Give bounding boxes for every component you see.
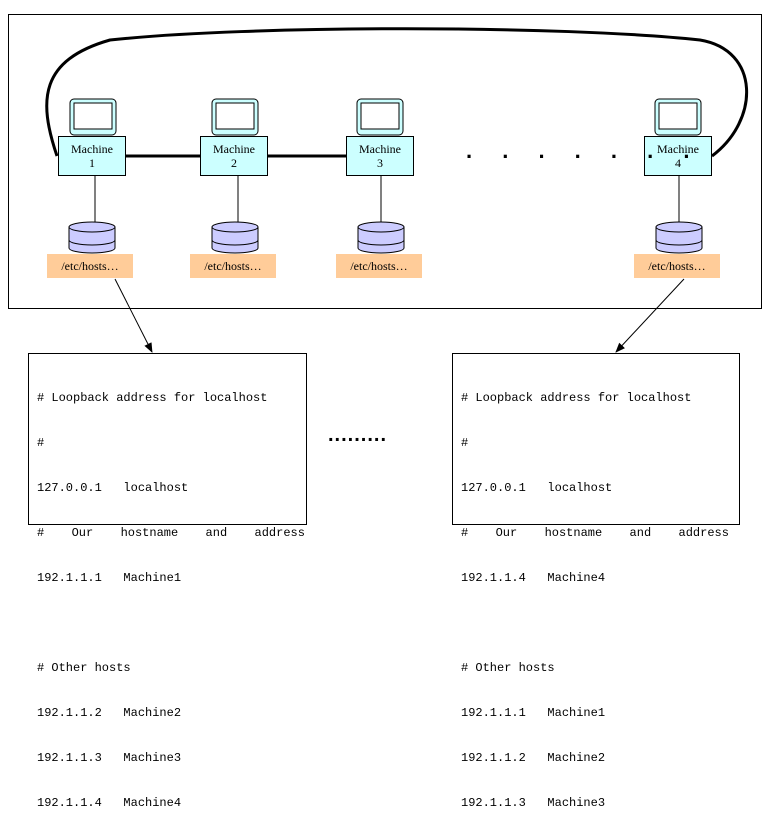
hosts-line: # Loopback address for localhost [461, 391, 692, 405]
hosts-file-machine-1: # Loopback address for localhost # 127.0… [28, 353, 307, 810]
machine-3-number: 3 [377, 156, 383, 170]
hosts-justified-line: # Our hostname and address [37, 526, 305, 541]
disk-icon [357, 221, 405, 254]
hosts-word: # [461, 526, 469, 540]
disk-icon [68, 221, 116, 254]
hosts-line [461, 616, 739, 631]
machine-4-box: Machine 4 [644, 136, 712, 176]
monitor-icon [69, 98, 117, 136]
hosts-line: # Loopback address for localhost [37, 391, 268, 405]
hosts-word: Our [71, 526, 94, 540]
hosts-word: Our [495, 526, 518, 540]
hosts-line: # [461, 436, 469, 450]
machine-2-name: Machine [213, 142, 255, 156]
hosts-line: 192.1.1.1 Machine1 [37, 571, 182, 585]
hosts-line: 192.1.1.2 Machine2 [461, 751, 606, 765]
machine-3-name: Machine [359, 142, 401, 156]
disk-icon [655, 221, 703, 254]
machine-1-hosts-label: /etc/hosts… [47, 254, 133, 278]
machine-1-box: Machine 1 [58, 136, 126, 176]
hosts-line: 127.0.0.1 localhost [37, 481, 189, 495]
hosts-justified-line: # Our hostname and address [461, 526, 729, 541]
hosts-word: # [37, 526, 45, 540]
hosts-line: 192.1.1.4 Machine4 [37, 796, 182, 810]
machine-1-number: 1 [89, 156, 95, 170]
hosts-line: # [37, 436, 45, 450]
machine-3-box: Machine 3 [346, 136, 414, 176]
hosts-line: 192.1.1.4 Machine4 [461, 571, 606, 585]
network-diagram [45, 27, 748, 353]
machine-1-name: Machine [71, 142, 113, 156]
hosts-word: address [254, 526, 305, 540]
hosts-line: 192.1.1.2 Machine2 [37, 706, 182, 720]
hosts-word: hostname [544, 526, 603, 540]
machine-2-number: 2 [231, 156, 237, 170]
machine-2-box: Machine 2 [200, 136, 268, 176]
hosts-file-machine-4: # Loopback address for localhost # 127.0… [452, 353, 740, 810]
machine-4-hosts-label: /etc/hosts… [634, 254, 720, 278]
machine-2-hosts-label: /etc/hosts… [190, 254, 276, 278]
hosts-line: 192.1.1.3 Machine3 [37, 751, 182, 765]
arrow-machine1-file [114, 278, 153, 353]
arrow-machine4-file [615, 278, 685, 353]
hosts-line: 192.1.1.3 Machine3 [461, 796, 606, 810]
machine-4-name: Machine [657, 142, 699, 156]
disk-icon [211, 221, 259, 254]
monitor-icon [654, 98, 702, 136]
machine-4-number: 4 [675, 156, 681, 170]
hosts-line: # Other hosts [461, 661, 555, 675]
hosts-word: address [678, 526, 729, 540]
hosts-word: and [205, 526, 228, 540]
monitor-icon [211, 98, 259, 136]
hosts-line: # Other hosts [37, 661, 131, 675]
more-files-ellipsis: ......... [328, 424, 388, 446]
hosts-word: hostname [120, 526, 179, 540]
network-frame [8, 14, 762, 309]
monitor-icon [356, 98, 404, 136]
hosts-line: 127.0.0.1 localhost [461, 481, 613, 495]
ring-connection [45, 27, 748, 158]
hosts-line [37, 616, 306, 631]
hosts-word: and [629, 526, 652, 540]
hosts-line: 192.1.1.1 Machine1 [461, 706, 606, 720]
machine-3-hosts-label: /etc/hosts… [336, 254, 422, 278]
more-machines-ellipsis: . . . . . . . [466, 138, 702, 163]
